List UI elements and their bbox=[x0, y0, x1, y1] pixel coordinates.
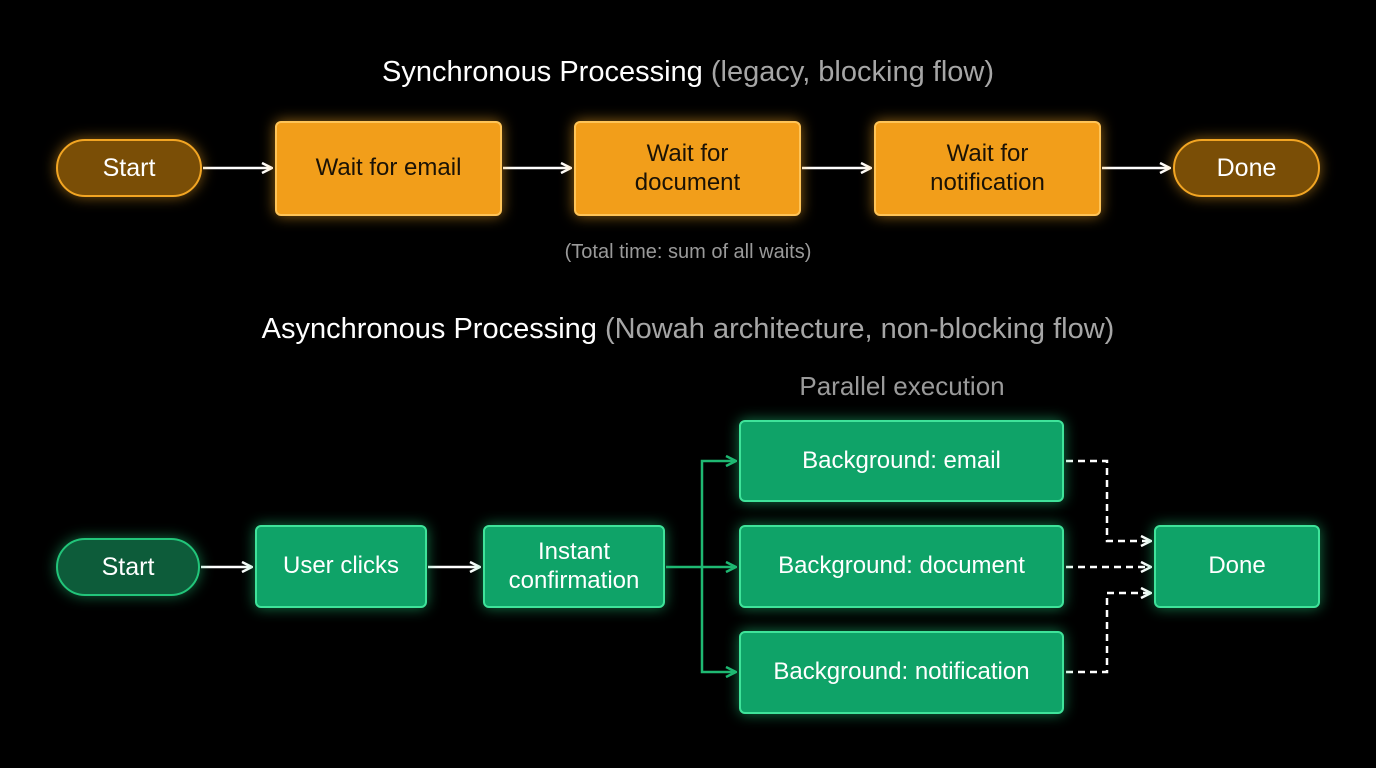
async-done-label: Done bbox=[1208, 552, 1266, 580]
async-fanin-from-notification bbox=[1066, 593, 1150, 674]
sync-total-time: (Total time: sum of all waits) bbox=[564, 241, 812, 263]
async-heading: Asynchronous Processing (Nowah architect… bbox=[0, 313, 1376, 346]
user-clicks-node: User clicks bbox=[255, 525, 427, 608]
background-email-label: Background: email bbox=[802, 446, 1001, 474]
async-done-node: Done bbox=[1154, 525, 1320, 608]
background-document-node: Background: document bbox=[739, 525, 1064, 608]
user-clicks-label: User clicks bbox=[282, 552, 399, 580]
sync-wait-email-node: Wait for email bbox=[275, 121, 502, 216]
sync-start-node: Start bbox=[56, 139, 202, 197]
sync-wait-document-line2: document bbox=[634, 168, 741, 196]
sync-done-label: Done bbox=[1216, 154, 1277, 182]
background-email-node: Background: email bbox=[739, 420, 1064, 502]
background-notification-node: Background: notification bbox=[739, 631, 1064, 714]
async-fanin-from-email bbox=[1066, 459, 1150, 541]
async-start-node: Start bbox=[56, 538, 200, 596]
sync-done-node: Done bbox=[1173, 139, 1320, 197]
sync-note: (legacy, blocking flow) bbox=[710, 56, 994, 88]
sync-wait-document-line1: Wait for bbox=[646, 139, 729, 167]
sync-heading: Synchronous Processing (legacy, blocking… bbox=[0, 56, 1376, 89]
background-document-label: Background: document bbox=[778, 552, 1025, 580]
async-start-label: Start bbox=[101, 553, 155, 581]
sync-title: Synchronous Processing bbox=[382, 56, 703, 88]
parallel-execution-label: Parallel execution bbox=[799, 371, 1005, 401]
instant-confirmation-line2: confirmation bbox=[508, 566, 640, 594]
async-title: Asynchronous Processing bbox=[261, 313, 597, 345]
sync-wait-document-node: Wait for document bbox=[574, 121, 801, 216]
instant-confirmation-line1: Instant bbox=[537, 537, 611, 565]
async-fanout-to-email bbox=[700, 461, 735, 567]
sync-wait-notification-node: Wait for notification bbox=[874, 121, 1101, 216]
sync-wait-email-label: Wait for email bbox=[315, 154, 462, 182]
instant-confirmation-node: Instant confirmation bbox=[483, 525, 665, 608]
sync-wait-notification-line2: notification bbox=[930, 168, 1045, 196]
sync-start-label: Start bbox=[102, 154, 156, 182]
sync-wait-notification-line1: Wait for bbox=[946, 139, 1029, 167]
async-fanout-to-notification bbox=[700, 567, 735, 672]
async-note: (Nowah architecture, non-blocking flow) bbox=[605, 313, 1115, 345]
background-notification-label: Background: notification bbox=[773, 658, 1030, 686]
